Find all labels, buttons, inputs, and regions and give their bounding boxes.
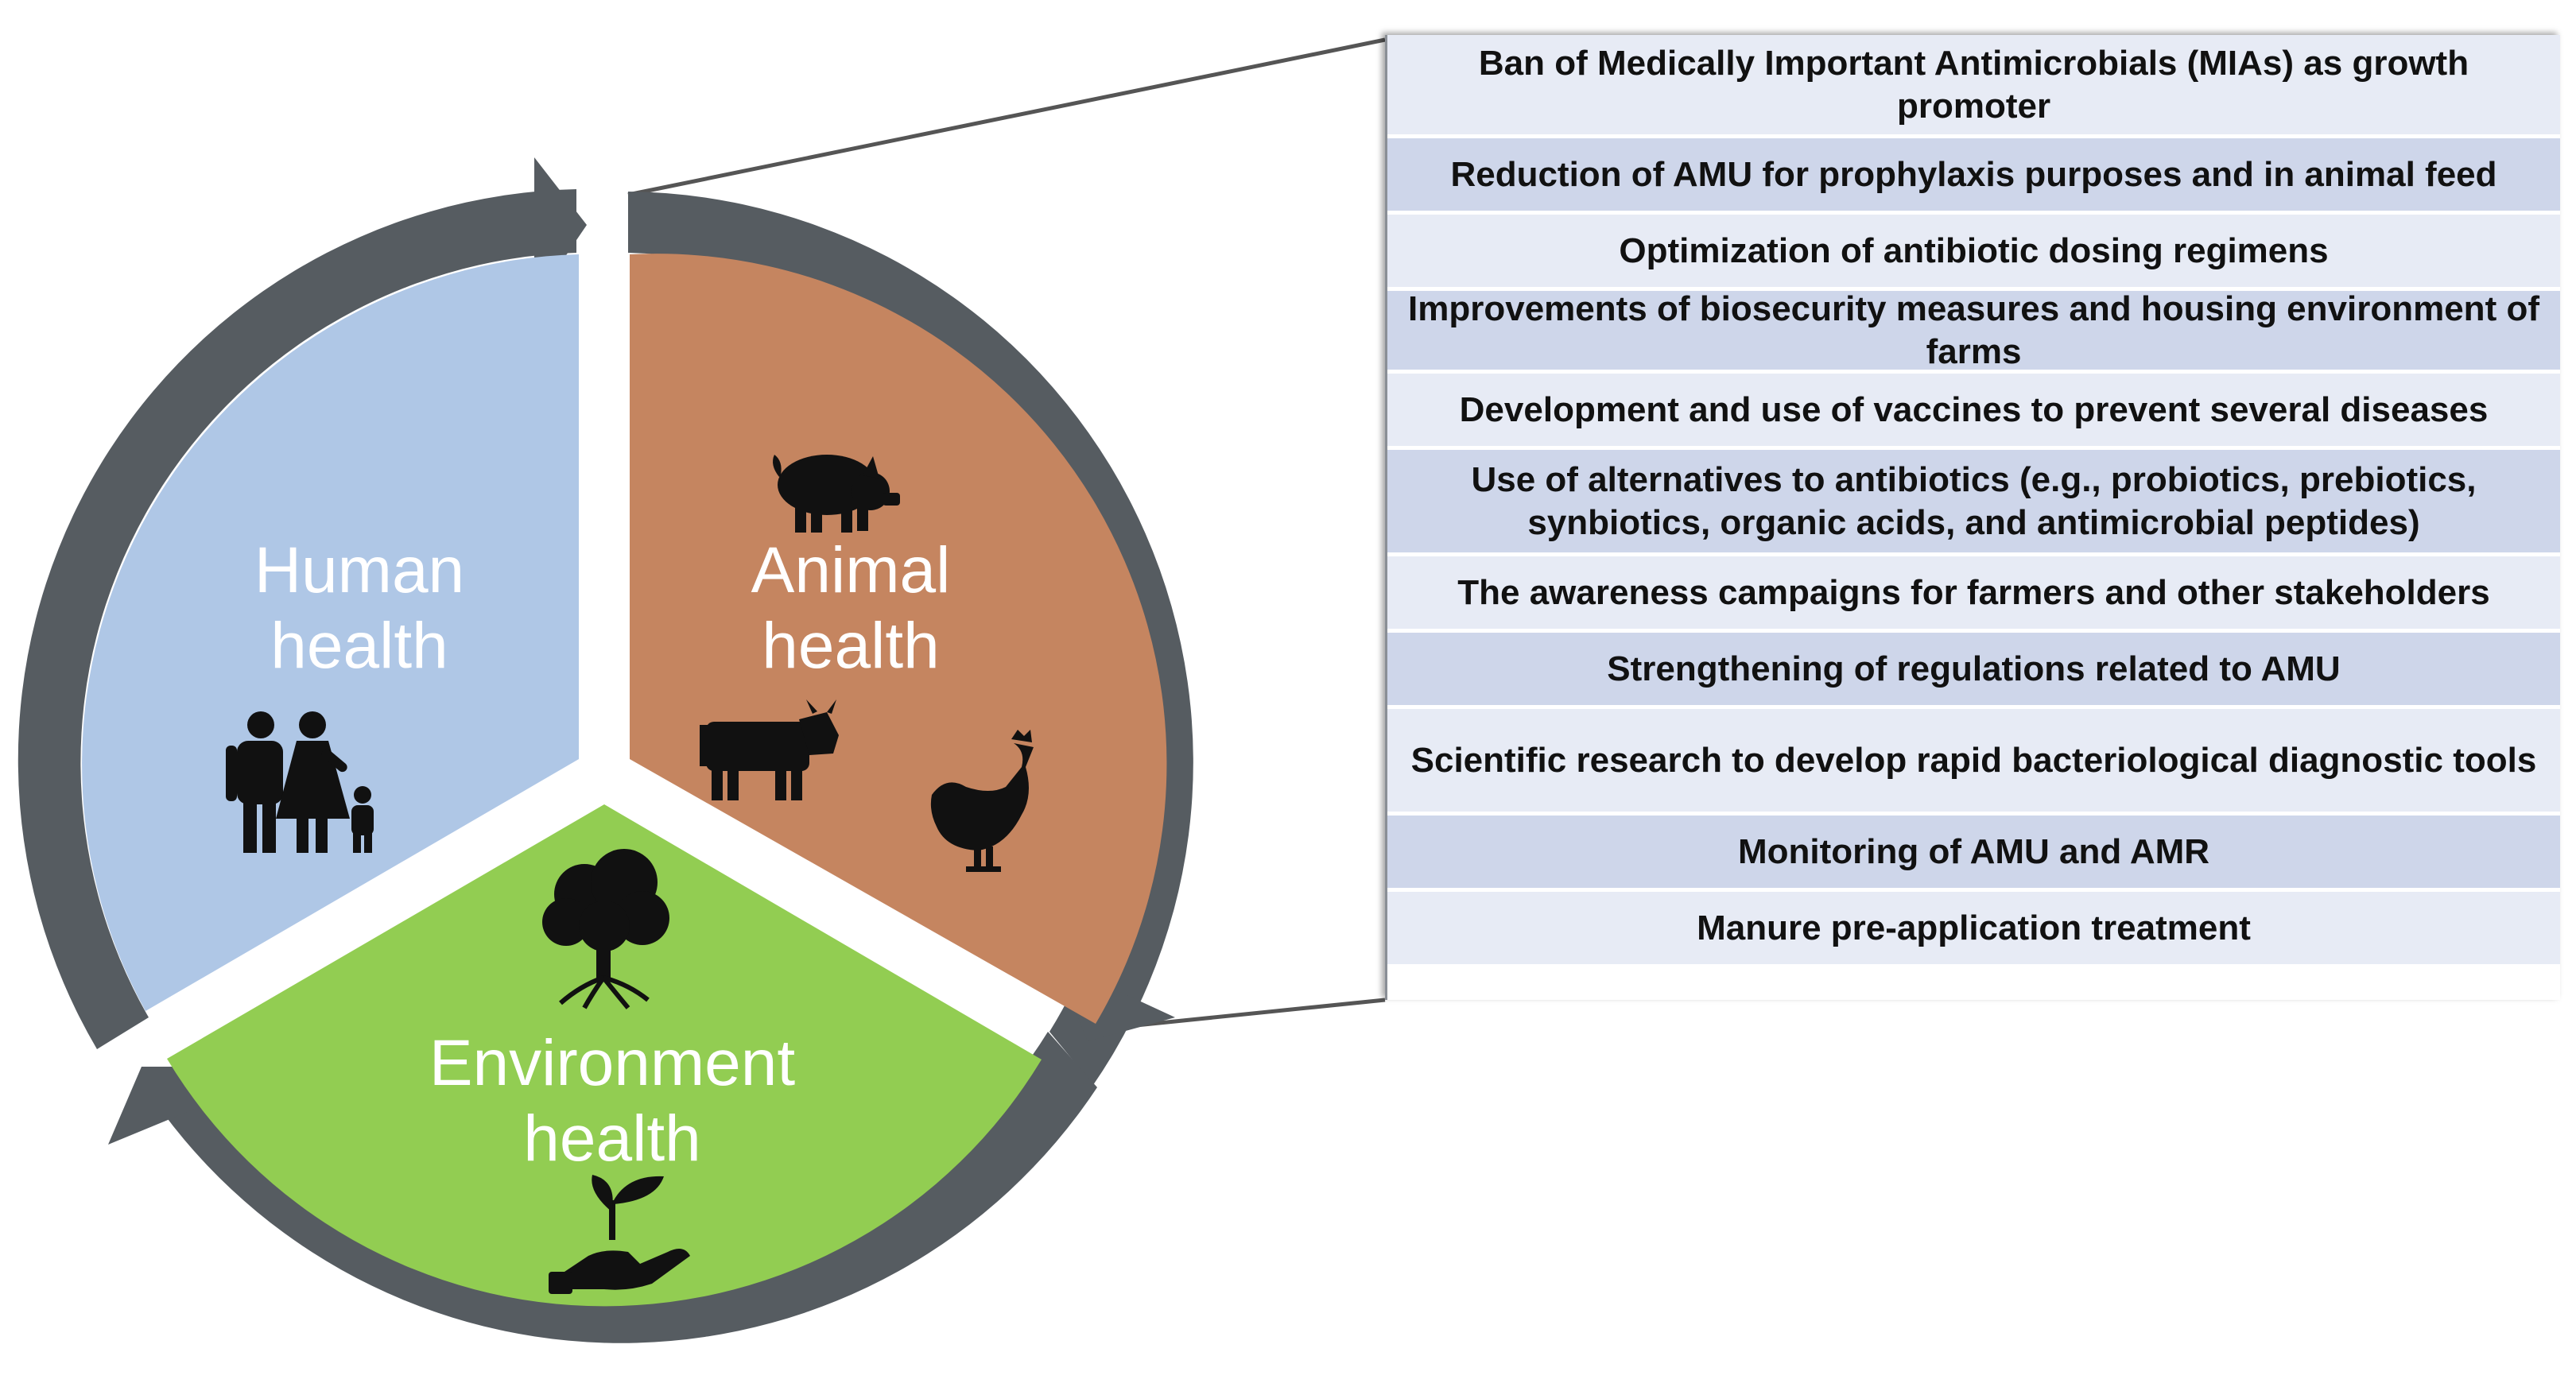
animal-health-label: Animal	[751, 534, 951, 606]
environment-health-label: Environment	[429, 1027, 796, 1099]
measure-row: Ban of Medically Important Antimicrobial…	[1387, 35, 2560, 138]
callout-line-top	[627, 37, 1386, 197]
measure-row: The awareness campaigns for farmers and …	[1387, 556, 2560, 633]
chicken-icon	[930, 730, 1034, 872]
hand-plant-icon	[549, 1175, 690, 1294]
cycle-arrow-ring	[17, 189, 577, 1049]
cow-icon	[700, 699, 839, 800]
measure-row: Reduction of AMU for prophylaxis purpose…	[1387, 138, 2560, 215]
measure-row: Strengthening of regulations related to …	[1387, 633, 2560, 709]
cycle-arrow-ring	[628, 192, 1193, 1085]
measure-row: Use of alternatives to antibiotics (e.g.…	[1387, 450, 2560, 556]
animal-health-label: health	[762, 610, 939, 682]
cycle-arrow-head	[108, 1067, 208, 1145]
measure-row: Development and use of vaccines to preve…	[1387, 374, 2560, 450]
measure-row: Optimization of antibiotic dosing regime…	[1387, 215, 2560, 291]
measure-row: Improvements of biosecurity measures and…	[1387, 289, 2560, 374]
measures-table: Ban of Medically Important Antimicrobial…	[1385, 35, 2560, 1000]
measure-row: Manure pre-application treatment	[1387, 892, 2560, 968]
human-health-label: Human	[254, 534, 464, 606]
environment-health-segment	[167, 804, 1042, 1307]
animal-health-segment	[630, 254, 1167, 1024]
environment-health-label: health	[523, 1102, 700, 1175]
pig-icon	[773, 455, 900, 533]
human-health-label: health	[270, 610, 448, 682]
cycle-arrow-ring	[163, 1032, 1097, 1343]
measure-row: Scientific research to develop rapid bac…	[1387, 709, 2560, 816]
measure-row: Monitoring of AMU and AMR	[1387, 816, 2560, 892]
family-icon	[226, 711, 374, 853]
tree-icon	[542, 849, 669, 1009]
human-health-segment	[82, 254, 579, 1011]
